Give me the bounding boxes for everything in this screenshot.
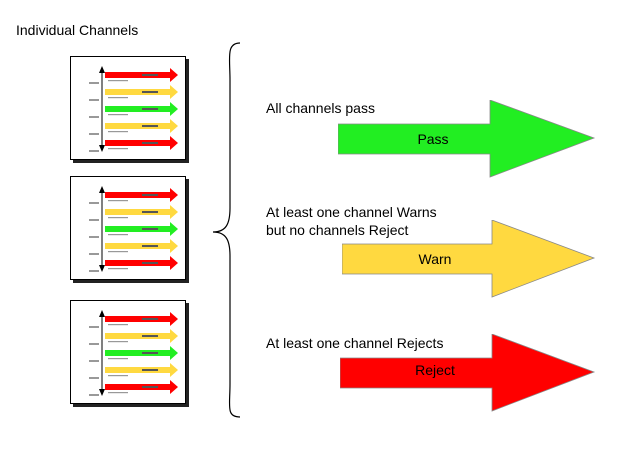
warn-arrow: Warn — [342, 220, 602, 300]
outcome-label-warn: At least one channel Warns but no channe… — [266, 203, 437, 239]
channel-arrow-text-mark — [142, 108, 158, 110]
channel-level-mark — [108, 251, 128, 253]
warn-arrow-label: Warn — [418, 251, 452, 267]
channel-panel-graphic — [89, 66, 178, 152]
channel-arrow-text-mark — [142, 211, 158, 213]
channel-arrow-text-mark — [142, 352, 158, 354]
channel-arrow-text-mark — [142, 194, 158, 196]
channel-level-mark — [108, 392, 128, 394]
channel-level-mark — [108, 80, 128, 82]
axis-arrow-up — [99, 186, 105, 193]
channel-arrow — [105, 346, 178, 360]
channel-level-mark — [108, 324, 128, 326]
axis-arrow-down — [99, 389, 105, 396]
channel-arrow-text-mark — [142, 386, 158, 388]
axis-arrow-up — [99, 310, 105, 317]
channel-arrow-text-mark — [142, 262, 158, 264]
channel-level-mark — [108, 114, 128, 116]
channel-arrow — [105, 380, 178, 394]
pass-arrow-label: Pass — [417, 131, 449, 147]
channel-arrow-text-mark — [142, 245, 158, 247]
channel-level-mark — [108, 200, 128, 202]
axis-arrow-down — [99, 145, 105, 152]
outcome-label-line: but no channels Reject — [266, 222, 409, 238]
channel-arrow — [105, 363, 178, 377]
channel-panel-graphic — [89, 310, 178, 396]
warn-arrow-shape — [342, 220, 596, 298]
reject-arrow-label: Reject — [415, 362, 455, 378]
channel-level-mark — [108, 341, 128, 343]
reject-arrow: Reject — [340, 334, 600, 414]
outcome-label-line: At least one channel Rejects — [266, 335, 444, 351]
channel-level-mark — [108, 97, 128, 99]
channel-level-mark — [108, 234, 128, 236]
pass-arrow-shape — [338, 100, 596, 178]
channel-level-mark — [108, 131, 128, 133]
channel-arrow — [105, 256, 178, 270]
channel-level-mark — [108, 375, 128, 377]
channel-level-mark — [108, 268, 128, 270]
channel-arrow-text-mark — [142, 318, 158, 320]
channel-arrow — [105, 85, 178, 99]
channel-arrow-text-mark — [142, 142, 158, 144]
channel-arrow-text-mark — [142, 369, 158, 371]
pass-arrow: Pass — [338, 100, 598, 180]
channel-panel-3 — [70, 300, 186, 404]
channel-arrow — [105, 136, 178, 150]
reject-arrow-shape — [340, 334, 596, 412]
channel-arrow — [105, 188, 178, 202]
channel-arrow — [105, 329, 178, 343]
channel-arrow — [105, 119, 178, 133]
channel-arrow — [105, 68, 178, 82]
channel-arrow — [105, 222, 178, 236]
diagram-title: Individual Channels — [16, 22, 139, 38]
channel-panel-graphic — [89, 186, 178, 272]
axis-arrow-up — [99, 66, 105, 73]
outcome-label-line: At least one channel Warns — [266, 204, 437, 220]
channel-level-mark — [108, 148, 128, 150]
channel-arrow — [105, 312, 178, 326]
channel-arrow — [105, 102, 178, 116]
channel-arrow-text-mark — [142, 335, 158, 337]
axis-arrow-down — [99, 265, 105, 272]
outcome-label-reject: At least one channel Rejects — [266, 334, 443, 352]
channel-level-mark — [108, 358, 128, 360]
channel-arrow-text-mark — [142, 228, 158, 230]
channel-panel-2 — [70, 176, 186, 280]
channel-panel-1 — [70, 56, 186, 160]
outcome-label-pass: All channels pass — [266, 99, 375, 117]
channel-arrow-text-mark — [142, 125, 158, 127]
grouping-brace — [212, 42, 241, 418]
channel-arrow — [105, 205, 178, 219]
channel-arrow-text-mark — [142, 91, 158, 93]
channel-arrow — [105, 239, 178, 253]
channel-level-mark — [108, 217, 128, 219]
channel-arrow-text-mark — [142, 74, 158, 76]
outcome-label-line: All channels pass — [266, 100, 375, 116]
